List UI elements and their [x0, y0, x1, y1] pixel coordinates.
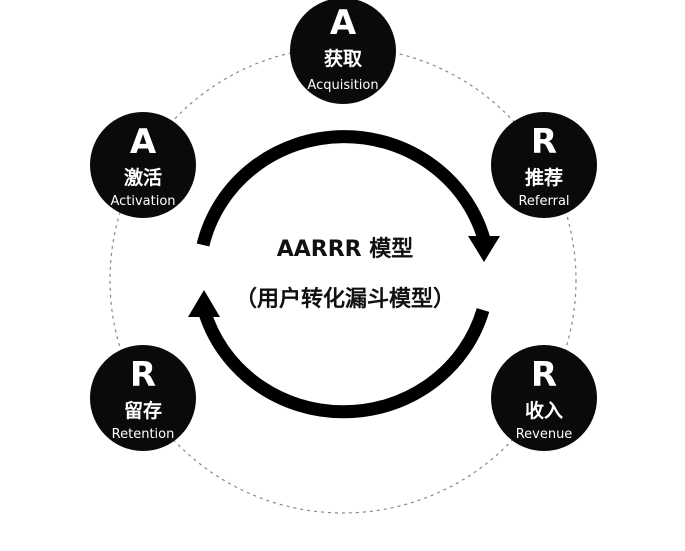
diagram-subtitle: （用户转化漏斗模型）: [235, 286, 455, 312]
stage-letter: R: [531, 355, 557, 395]
stage-letter: A: [130, 122, 157, 162]
stage-english-label: Acquisition: [307, 78, 378, 93]
stage-circle: [90, 112, 196, 218]
stage-node-activation: A 激活 Activation: [90, 112, 196, 218]
stage-english-label: Revenue: [516, 427, 573, 442]
stage-chinese-label: 留存: [124, 399, 162, 422]
bottom-arrowhead: [188, 290, 220, 317]
stage-node-retention: R 留存 Retention: [90, 345, 196, 451]
stage-circle: [90, 345, 196, 451]
outer-dashed-ring: [109, 46, 577, 514]
stage-english-label: Referral: [518, 194, 569, 209]
stage-circle: [491, 345, 597, 451]
top-arrowhead: [468, 236, 500, 262]
cycle-arrows: [188, 130, 500, 419]
stage-circle: [491, 112, 597, 218]
stage-node-acquisition: A 获取 Acquisition: [290, 0, 396, 104]
stage-chinese-label: 获取: [324, 47, 362, 70]
stage-letter: R: [531, 122, 557, 162]
stage-letter: A: [330, 3, 357, 43]
stage-chinese-label: 收入: [525, 399, 563, 422]
stage-node-referral: R 推荐 Referral: [491, 112, 597, 218]
top-cycle-arrow: [196, 130, 492, 247]
bottom-cycle-arrow: [197, 308, 490, 419]
stage-chinese-label: 推荐: [525, 166, 563, 189]
stage-english-label: Activation: [110, 194, 175, 209]
stage-circle: [290, 0, 396, 104]
stage-english-label: Retention: [112, 427, 175, 442]
stage-node-revenue: R 收入 Revenue: [491, 345, 597, 451]
stage-letter: R: [130, 355, 156, 395]
diagram-title: AARRR 模型: [277, 237, 414, 262]
stage-chinese-label: 激活: [124, 166, 162, 189]
